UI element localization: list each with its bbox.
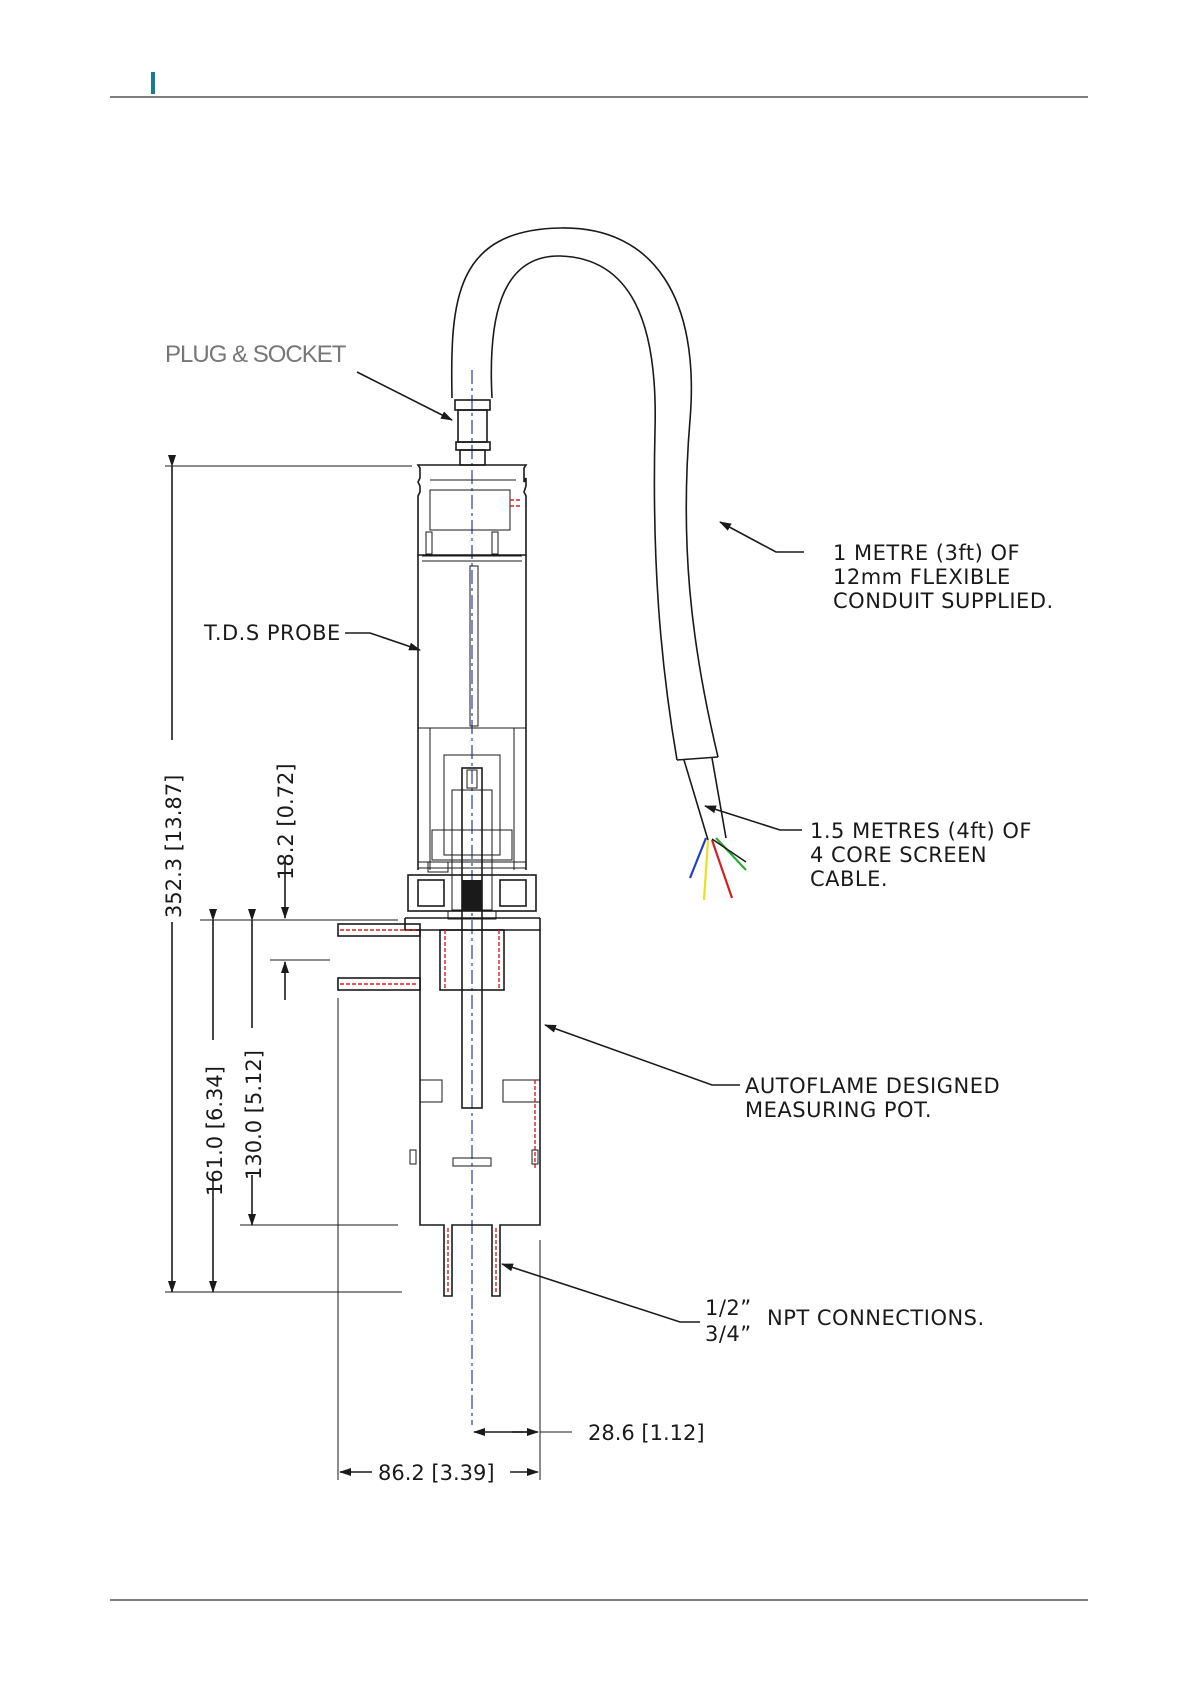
dim-offset: 18.2 [0.72]	[274, 763, 298, 880]
plug-socket-label: PLUG & SOCKET	[165, 341, 347, 368]
conduit-label-line-2: 12mm FLEXIBLE	[833, 565, 1011, 589]
cable-label-line-2: 4 CORE SCREEN	[810, 843, 987, 867]
npt-size-three-quarter: 3/4”	[705, 1322, 752, 1346]
pot-label-line-2: MEASURING POT.	[745, 1098, 932, 1122]
dim-half-width: 28.6 [1.12]	[588, 1421, 705, 1445]
npt-label: NPT CONNECTIONS.	[767, 1306, 985, 1330]
dimension-lines	[165, 466, 572, 1480]
dim-pot-height: 161.0 [6.34]	[203, 1066, 227, 1196]
dim-inlet-height: 130.0 [5.12]	[242, 1050, 266, 1180]
conduit-label-line-1: 1 METRE (3ft) OF	[833, 541, 1020, 565]
flexible-conduit	[452, 228, 718, 760]
pot-label-line-1: AUTOFLAME DESIGNED	[745, 1074, 1000, 1098]
header-marker	[151, 72, 155, 94]
npt-size-half: 1/2”	[705, 1296, 752, 1320]
dim-inlet-offset: 86.2 [3.39]	[378, 1461, 495, 1485]
leader-lines	[345, 372, 804, 1322]
dim-overall-height: 352.3 [13.87]	[162, 775, 186, 918]
gland-nut	[408, 875, 536, 919]
probe-label: T.D.S PROBE	[203, 621, 341, 645]
conduit-label-line-3: CONDUIT SUPPLIED.	[833, 589, 1054, 613]
cable-label-line-3: CABLE.	[810, 867, 888, 891]
cable-label-line-1: 1.5 METRES (4ft) OF	[810, 819, 1032, 843]
inlet-pipes	[338, 924, 420, 990]
four-core-cable	[684, 758, 746, 900]
